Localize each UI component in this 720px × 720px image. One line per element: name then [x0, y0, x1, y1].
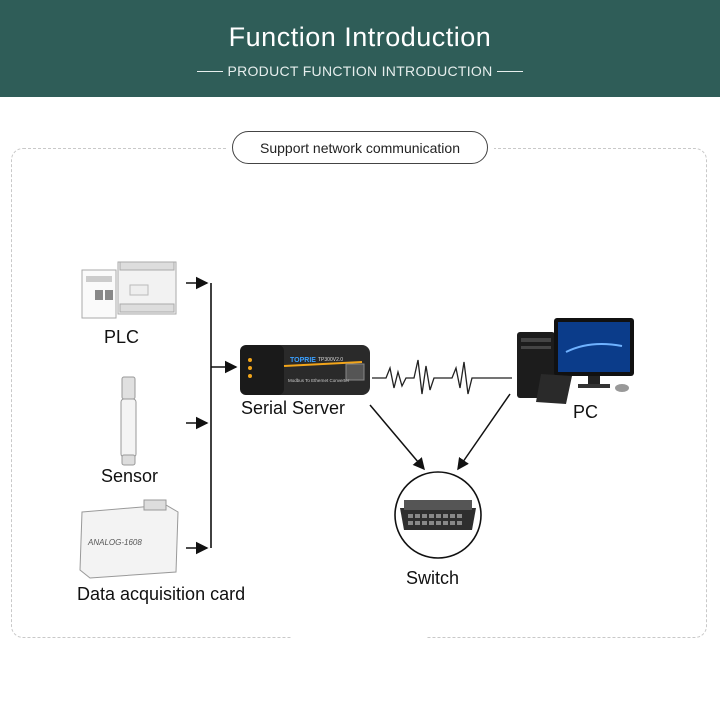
sensor-icon: [120, 376, 137, 466]
serial-server-icon: TOPRIE TP300V2.0 Modbus To Ethernet Conv…: [240, 345, 370, 395]
page-title: Function Introduction: [228, 22, 492, 52]
plc-icon: [81, 261, 177, 319]
daq-card-print: ANALOG-1608: [87, 538, 142, 547]
page-subtitle: PRODUCT FUNCTION INTRODUCTION: [227, 63, 493, 79]
pc-label: PC: [573, 402, 599, 422]
subtitle-divider-right: [496, 70, 523, 72]
input-connectors: [186, 276, 238, 555]
daq-card-icon: ANALOG-1608: [79, 499, 179, 579]
switch-icon: [394, 471, 482, 559]
serial-server-brand: TOPRIE: [290, 357, 316, 364]
daq-card-label: Data acquisition card: [77, 584, 246, 604]
subtitle-row: PRODUCT FUNCTION INTRODUCTION: [0, 63, 720, 79]
subtitle-divider-left: [197, 70, 224, 72]
serial-server-desc: Modbus To Ethernet Converter: [288, 378, 350, 383]
plc-label: PLC: [104, 327, 140, 347]
serial-server-label: Serial Server: [241, 398, 346, 418]
serial-server-model: TP300V2.0: [318, 357, 343, 363]
header-banner: Function Introduction PRODUCT FUNCTION I…: [0, 0, 720, 97]
sensor-label: Sensor: [101, 466, 159, 486]
pc-icon: [517, 318, 634, 404]
network-badge: Support network communication: [232, 131, 488, 164]
switch-label: Switch: [406, 568, 460, 588]
signal-waveform: [372, 359, 512, 395]
switch-connectors: [369, 393, 511, 471]
